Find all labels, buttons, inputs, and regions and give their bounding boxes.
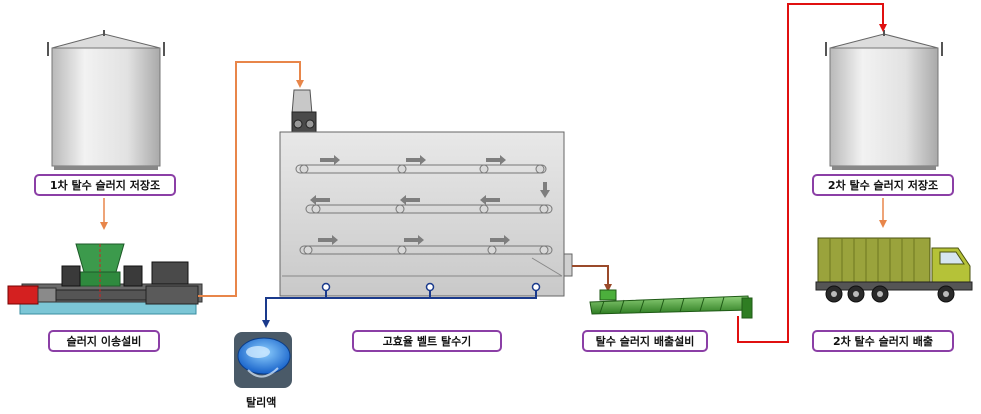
storage-tank-2 — [825, 30, 943, 170]
pipe-press-to-discharge — [572, 265, 612, 292]
label-belt-press: 고효율 벨트 탈수기 — [352, 330, 502, 352]
flow-arrow-storage1-to-transfer — [100, 198, 108, 230]
label-discharge-2: 2차 탈수 슬러지 배출 — [812, 330, 954, 352]
pipe-discharge-to-storage2 — [737, 3, 887, 343]
pipe-filtrate — [262, 282, 541, 328]
label-storage-tank-2: 2차 탈수 슬러지 저장조 — [812, 174, 954, 196]
label-discharge-equipment: 탈수 슬러지 배출설비 — [582, 330, 708, 352]
flow-arrow-storage2-to-truck — [879, 198, 887, 228]
filtrate-bowl — [234, 332, 292, 388]
screw-conveyor — [589, 289, 753, 319]
caption-filtrate: 탈리액 — [246, 396, 277, 409]
sludge-transfer-pump — [7, 243, 203, 315]
dump-truck — [815, 237, 973, 303]
pipe-transfer-to-press — [198, 61, 304, 297]
belt-press-machine — [279, 89, 573, 297]
storage-tank-1 — [47, 30, 165, 170]
label-sludge-transfer: 슬러지 이송설비 — [48, 330, 160, 352]
label-storage-tank-1: 1차 탈수 슬러지 저장조 — [34, 174, 176, 196]
